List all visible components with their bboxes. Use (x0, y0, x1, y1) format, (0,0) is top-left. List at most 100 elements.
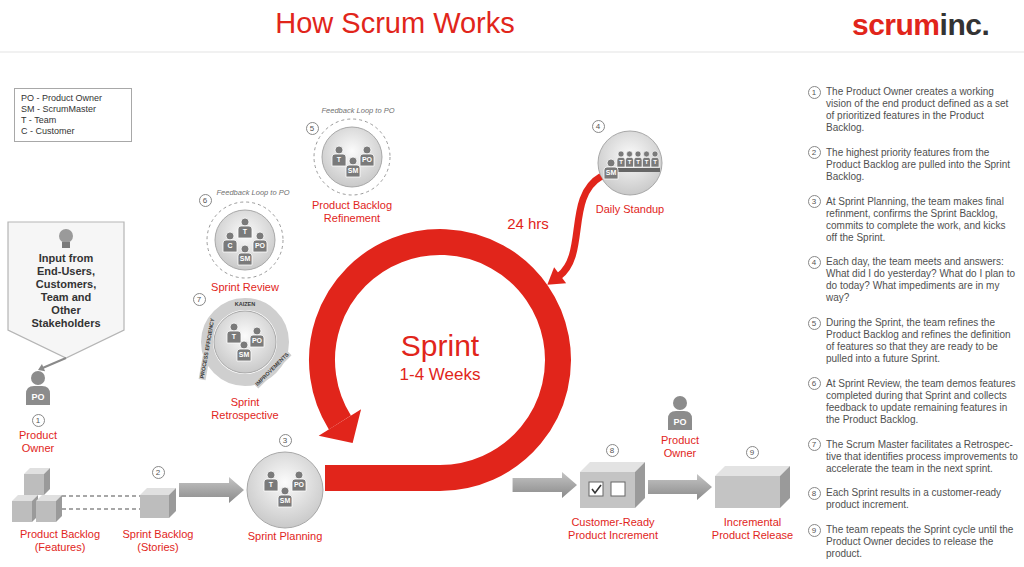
role-icon: POProduct Owner (26, 371, 50, 405)
person-icon (26, 371, 50, 405)
callout-number: 1 (32, 414, 45, 427)
box-icon (780, 466, 790, 508)
connector-line (62, 508, 140, 510)
person-icon (278, 487, 292, 507)
box-icon (715, 476, 780, 508)
role-letter: SM (348, 167, 359, 175)
step-number: 3 (808, 195, 821, 208)
box-icon (580, 462, 645, 472)
check-mark (592, 485, 601, 493)
sprint-cycle: Sprint1-4 Weeks (309, 229, 571, 491)
arrow-head (547, 267, 566, 285)
step-text: The Product Owner creates a working visi… (826, 86, 1018, 134)
person-icon (360, 146, 374, 166)
callout-number: 5 (306, 122, 319, 135)
step-text: At Sprint Planning, the team makes final… (826, 196, 1018, 244)
person-icon (238, 245, 252, 265)
connector (38, 358, 66, 371)
node-caption: Product Owner (3, 429, 73, 455)
callout-number: 7 (193, 293, 206, 306)
person-icon (237, 341, 251, 361)
ceremony-circle: Product Backlog Refinement (322, 127, 382, 187)
callout-number: 8 (606, 444, 619, 457)
step-text: Each Sprint results in a customer-ready … (826, 487, 1018, 511)
callout-number: 3 (279, 434, 292, 447)
block-arrow (513, 472, 577, 498)
checkbox-icon (611, 482, 625, 496)
role-letter: T (243, 228, 247, 236)
role-letter: T (232, 333, 236, 341)
callout-number: 6 (199, 194, 212, 207)
abbreviation-entry: T - Team (21, 115, 125, 126)
checkbox-icon (589, 482, 603, 496)
person-icon (346, 157, 360, 177)
person-icon (332, 146, 346, 166)
person-icon (604, 159, 618, 179)
box-icon (580, 472, 635, 508)
step-number: 2 (808, 146, 821, 159)
input-pentagon-shape (8, 222, 124, 358)
role-letter: SM (240, 255, 251, 263)
ring-label: PROCESS EFFICIENCY (199, 317, 217, 380)
lightbulb-base (62, 242, 70, 248)
node-text: Input from End-Users, Customers, Team an… (26, 252, 106, 330)
abbreviation-entry: SM - ScrumMaster (21, 104, 125, 115)
role-letter: C (227, 242, 232, 250)
step-number: 4 (808, 256, 821, 269)
step-number: 9 (808, 524, 821, 537)
node-text: PO (668, 416, 692, 428)
box-icon (169, 488, 176, 518)
node-caption: Incremental Product Release (707, 516, 799, 542)
node-text: 1-4 Weeks (309, 365, 571, 385)
role-icon: POProduct Owner (668, 396, 692, 430)
ceremony-disc (598, 131, 662, 195)
logo-text: inc. (940, 8, 990, 42)
person-icon (223, 232, 237, 252)
backlog-icon: Sprint Backlog (Stories) (140, 488, 176, 518)
role-letter: T (653, 159, 657, 166)
node-caption: Product Backlog Refinement (292, 199, 412, 225)
connector (513, 472, 577, 498)
block-arrow (648, 474, 712, 500)
ceremony-circle: Sprint Planning (247, 452, 323, 528)
role-letter: SM (606, 169, 617, 177)
ceremony-disc (215, 210, 275, 270)
ceremony-disc (247, 452, 323, 528)
connector (62, 496, 140, 509)
feedback-label: Feedback Loop to PO (216, 188, 291, 197)
cycle-arrow (559, 177, 601, 276)
step-number: 7 (808, 438, 821, 451)
connector-label: 24 hrs (505, 215, 551, 233)
ring-label: KAIZEN (234, 301, 256, 308)
arrow-head (38, 364, 45, 371)
role-letter: T (636, 159, 640, 166)
node-caption: Sprint Retrospective (205, 396, 285, 422)
ring-label: IMPROVEMENTS (253, 350, 291, 388)
box-icon (24, 474, 44, 495)
step-text: The Scrum Master facilitates a Retrospec… (826, 439, 1018, 475)
lightbulb-icon (59, 229, 73, 243)
callout-number: 2 (152, 466, 165, 479)
role-letter: PO (252, 337, 262, 345)
node-caption: Daily Standup (580, 203, 680, 216)
role-letter: T (645, 159, 649, 166)
person-icon (651, 151, 659, 167)
node-text: PO (26, 391, 50, 403)
person-icon (264, 471, 278, 491)
box-icon (715, 466, 790, 476)
feedback-label: Feedback Loop to PO (321, 106, 396, 115)
block-arrow (179, 477, 244, 503)
person-icon (626, 151, 634, 167)
role-letter: T (619, 159, 623, 166)
person-icon (250, 327, 264, 347)
role-letter: T (337, 156, 341, 164)
sprint-arrow-head (319, 409, 361, 443)
step-text: During the Sprint, the team refines the … (826, 317, 1018, 365)
box-icon (44, 468, 50, 495)
role-letter: SM (239, 351, 250, 359)
callout-number: 4 (592, 120, 605, 133)
person-icon (668, 396, 692, 430)
connector (179, 477, 244, 503)
person-icon (634, 151, 642, 167)
